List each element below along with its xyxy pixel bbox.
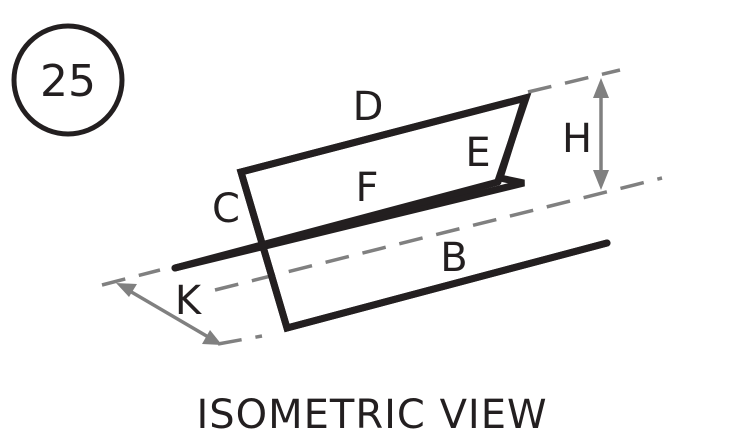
lower-right-reference-line: [217, 334, 263, 346]
offset-dimension-arrow: [116, 283, 222, 345]
middle-reference-line: [214, 176, 663, 292]
label-c: C: [212, 186, 240, 232]
upper-reference-line: [527, 68, 621, 94]
caption: ISOMETRIC VIEW: [196, 392, 547, 438]
badge-number: 25: [40, 56, 96, 107]
label-f: F: [355, 165, 378, 211]
step-number-badge: 25: [11, 23, 125, 137]
height-dimension-arrow: [593, 78, 609, 190]
lower-left-reference-line: [101, 268, 161, 287]
label-h: H: [562, 116, 592, 162]
label-e: E: [465, 130, 490, 176]
lower-shape: [171, 92, 611, 333]
label-d: D: [353, 84, 384, 130]
label-k: K: [175, 278, 203, 324]
badge-circle: [11, 23, 125, 137]
label-b: B: [440, 235, 467, 281]
reference-lines: [101, 68, 663, 346]
